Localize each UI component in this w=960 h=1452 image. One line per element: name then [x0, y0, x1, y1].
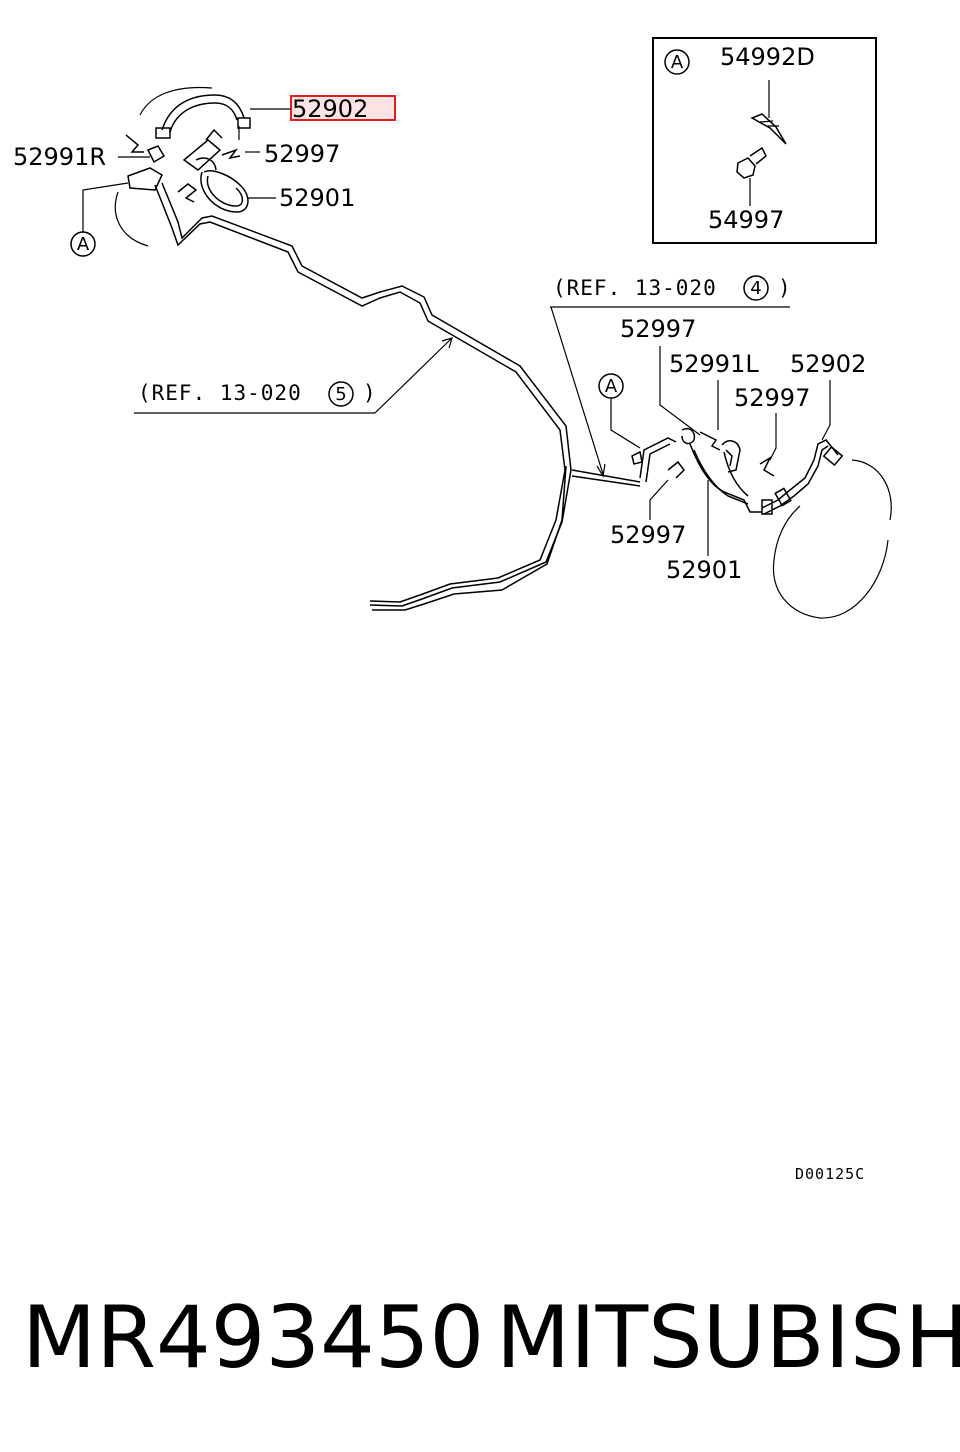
- label-52991l: 52991L: [669, 350, 759, 378]
- label-52991r: 52991R: [13, 143, 106, 171]
- ref-close-4: ): [778, 276, 792, 300]
- ref-num-5: 5: [335, 384, 346, 405]
- label-52997-right-top: 52997: [620, 315, 696, 343]
- inset-marker-a: A: [671, 52, 684, 73]
- ref-num-4: 4: [750, 278, 761, 299]
- label-52997-left: 52997: [264, 140, 340, 168]
- left-marker-a: A: [77, 234, 90, 255]
- label-54997: 54997: [708, 206, 784, 234]
- highlight-box: [290, 95, 396, 121]
- label-52901-left: 52901: [279, 184, 355, 212]
- label-54992d: 54992D: [720, 43, 815, 71]
- brand-name: MITSUBISHI: [496, 1288, 960, 1388]
- ref-annotation-5: (REF. 13-020 5 ): [134, 337, 453, 414]
- ref-annotation-4: (REF. 13-020 4 ): [550, 275, 792, 478]
- right-brake-assembly: 52997 52991L 52902 52997 A: [598, 315, 892, 619]
- label-52902-right: 52902: [790, 350, 866, 378]
- label-52997-right-mid: 52997: [734, 384, 810, 412]
- ref-close-5: ): [363, 381, 377, 405]
- inset-detail-a: A 54992D 54997: [652, 37, 877, 244]
- main-brake-pipe: [154, 182, 641, 611]
- drawing-code: D00125C: [795, 1165, 865, 1183]
- left-brake-assembly: 52902 52991R 52997 52901 A: [13, 86, 396, 257]
- part-number: MR493450: [22, 1288, 485, 1388]
- label-52902-left: 52902: [292, 95, 368, 123]
- label-52997-right-bottom: 52997: [610, 521, 686, 549]
- label-52901-right: 52901: [666, 556, 742, 584]
- ref-text-4: (REF. 13-020: [553, 276, 717, 300]
- right-marker-a: A: [605, 376, 618, 397]
- ref-text-5: (REF. 13-020: [138, 381, 302, 405]
